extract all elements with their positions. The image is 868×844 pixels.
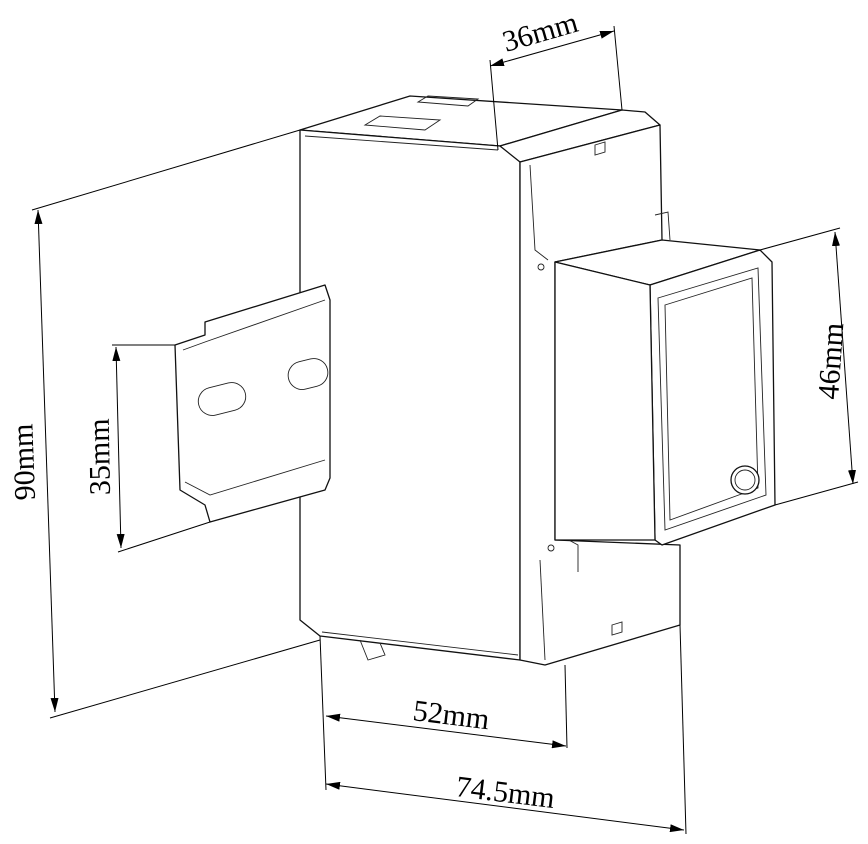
rear-body [299,95,623,661]
din-rail [174,284,331,523]
dim-90mm: 90mm [6,423,42,501]
dim-35mm: 35mm [83,418,117,495]
side-body [499,109,681,666]
dim-46mm: 46mm [812,322,850,401]
dim-74-5mm: 74.5mm [454,770,556,815]
dim-36mm: 36mm [499,6,582,59]
dim-52mm: 52mm [411,694,491,736]
front-module [554,239,776,546]
dimension-lines [31,25,859,835]
